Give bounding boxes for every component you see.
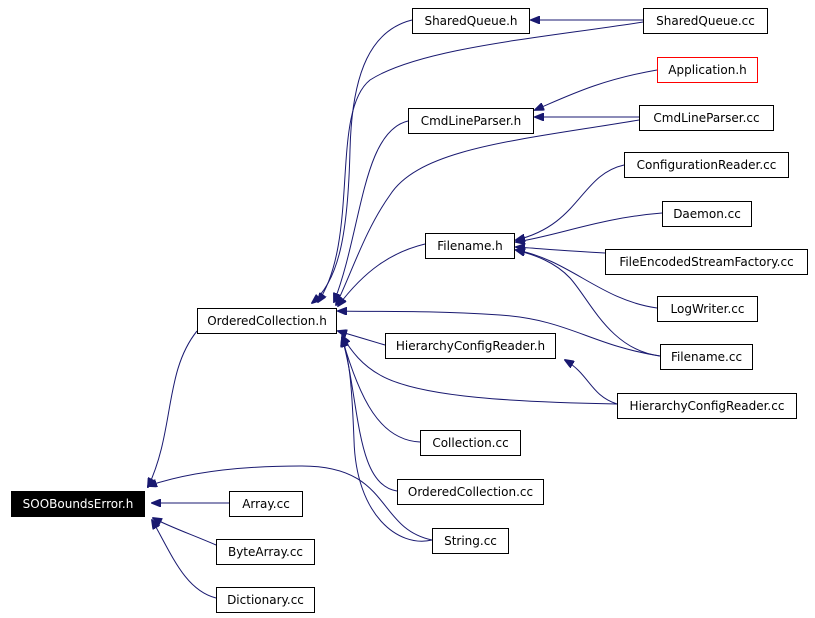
node-box: [639, 105, 774, 131]
edge-filename-cc-to-orderedcollection-h: [338, 311, 661, 357]
node-box: [216, 539, 315, 565]
node-label: Collection.cc: [432, 436, 508, 450]
edge-orderedcollection-cc-to-orderedcollection-h: [342, 338, 398, 492]
node-box: [657, 57, 758, 83]
edge-daemon-cc-to-filename-h: [516, 212, 663, 242]
node-collection-cc[interactable]: Collection.cc: [420, 430, 521, 456]
edge-application-h-to-cmdlineparser-h: [535, 69, 658, 110]
node-box: [412, 8, 530, 34]
node-label: ConfigurationReader.cc: [637, 158, 777, 172]
node-label: LogWriter.cc: [671, 302, 745, 316]
node-label: SharedQueue.h: [424, 14, 517, 28]
node-label: ByteArray.cc: [228, 545, 303, 559]
node-label: String.cc: [444, 534, 497, 548]
node-cmdlineparser-cc[interactable]: CmdLineParser.cc: [639, 105, 774, 131]
node-box: [660, 344, 753, 370]
edge-string-cc-to-orderedcollection-h: [342, 338, 433, 542]
node-box: [643, 8, 768, 34]
edge-fileencodedstreamfactory-cc-to-filename-h: [516, 247, 606, 254]
node-label: Application.h: [668, 63, 746, 77]
edge-orderedcollection-h-to-sooboundserror-h: [148, 330, 198, 487]
edge-configurationreader-cc-to-filename-h: [516, 164, 625, 240]
node-label: SOOBoundsError.h: [23, 497, 134, 511]
node-filename-cc[interactable]: Filename.cc: [660, 344, 753, 370]
node-bytearray-cc[interactable]: ByteArray.cc: [216, 539, 315, 565]
edge-filename-cc-to-filename-h: [516, 250, 661, 357]
node-label: Filename.cc: [671, 350, 742, 364]
edges-layer: [148, 19, 663, 599]
edge-sharedqueue-h-to-orderedcollection-h: [312, 19, 413, 303]
node-sharedqueue-h[interactable]: SharedQueue.h: [412, 8, 530, 34]
node-sooboundserror-h: SOOBoundsError.h: [11, 491, 145, 517]
node-label: OrderedCollection.cc: [408, 485, 533, 499]
node-hierarchyconfigreader-cc[interactable]: HierarchyConfigReader.cc: [617, 393, 797, 419]
edge-cmdlineparser-h-to-orderedcollection-h: [334, 120, 409, 302]
node-fileencodedstreamfactory-cc[interactable]: FileEncodedStreamFactory.cc: [605, 249, 808, 275]
edge-bytearray-cc-to-sooboundserror-h: [153, 518, 217, 546]
node-application-h[interactable]: Application.h: [657, 57, 758, 83]
edge-sharedqueue-cc-to-orderedcollection-h: [318, 21, 644, 302]
edge-filename-h-to-orderedcollection-h: [338, 243, 426, 306]
node-array-cc[interactable]: Array.cc: [229, 491, 303, 517]
node-configurationreader-cc[interactable]: ConfigurationReader.cc: [624, 152, 789, 178]
node-label: FileEncodedStreamFactory.cc: [619, 255, 793, 269]
node-label: OrderedCollection.h: [207, 314, 327, 328]
node-box: [657, 296, 758, 322]
edge-collection-cc-to-orderedcollection-h: [342, 338, 421, 443]
node-label: SharedQueue.cc: [656, 14, 755, 28]
node-box: [408, 108, 534, 134]
node-dictionary-cc[interactable]: Dictionary.cc: [216, 587, 315, 613]
node-box: [229, 491, 303, 517]
node-orderedcollection-cc[interactable]: OrderedCollection.cc: [397, 479, 544, 505]
node-hierarchyconfigreader-h[interactable]: HierarchyConfigReader.h: [385, 333, 556, 359]
node-logwriter-cc[interactable]: LogWriter.cc: [657, 296, 758, 322]
edge-string-cc-to-sooboundserror-h: [148, 465, 433, 541]
node-string-cc[interactable]: String.cc: [432, 528, 509, 554]
node-box: [397, 479, 544, 505]
node-box: [432, 528, 509, 554]
node-box: [624, 152, 789, 178]
node-box: [425, 233, 515, 259]
node-box: [420, 430, 521, 456]
node-label: HierarchyConfigReader.h: [396, 339, 545, 353]
node-label: CmdLineParser.cc: [653, 111, 759, 125]
node-filename-h[interactable]: Filename.h: [425, 233, 515, 259]
node-label: Dictionary.cc: [227, 593, 304, 607]
node-label: HierarchyConfigReader.cc: [630, 399, 785, 413]
node-box: [617, 393, 797, 419]
node-label: Array.cc: [242, 497, 290, 511]
node-box: [11, 491, 145, 517]
node-box: [662, 201, 752, 227]
node-orderedcollection-h[interactable]: OrderedCollection.h: [197, 308, 337, 334]
node-box: [216, 587, 315, 613]
node-label: CmdLineParser.h: [421, 114, 522, 128]
edge-logwriter-cc-to-filename-h: [516, 250, 658, 309]
edge-cmdlineparser-cc-to-orderedcollection-h: [336, 119, 640, 305]
node-label: Filename.h: [437, 239, 503, 253]
edge-hierarchyconfigreader-cc-to-orderedcollection-h: [342, 336, 618, 405]
node-box: [605, 249, 808, 275]
edge-dictionary-cc-to-sooboundserror-h: [152, 520, 217, 599]
node-daemon-cc[interactable]: Daemon.cc: [662, 201, 752, 227]
edge-hierarchyconfigreader-h-to-orderedcollection-h: [338, 331, 386, 346]
node-label: Daemon.cc: [673, 207, 741, 221]
nodes-layer: SOOBoundsError.h Array.ccByteArray.ccDict…: [11, 8, 808, 613]
edge-hierarchyconfigreader-cc-to-hierarchyconfigreader-h: [565, 360, 618, 405]
node-box: [197, 308, 337, 334]
node-sharedqueue-cc[interactable]: SharedQueue.cc: [643, 8, 768, 34]
node-box: [385, 333, 556, 359]
node-cmdlineparser-h[interactable]: CmdLineParser.h: [408, 108, 534, 134]
